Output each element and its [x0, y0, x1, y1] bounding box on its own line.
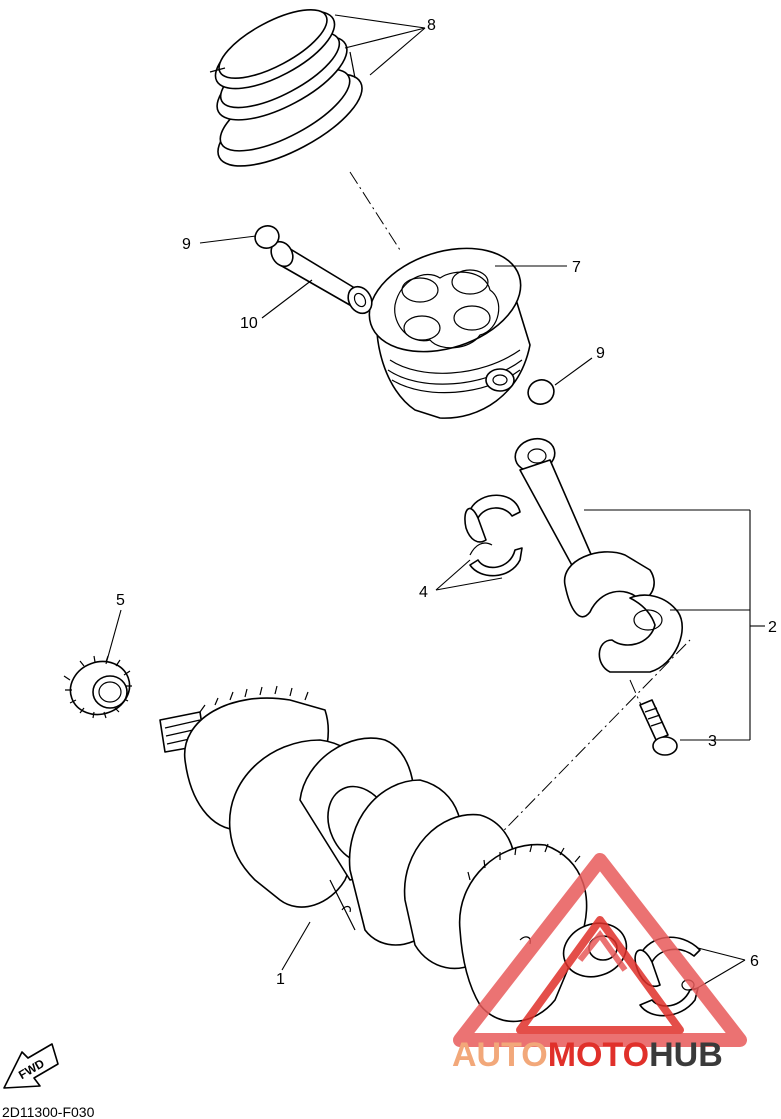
fwd-arrow-icon: FWD [3, 1043, 59, 1089]
connecting-rod [514, 437, 683, 673]
crankshaft [159, 685, 628, 1023]
watermark-text: AUTOMOTOHUB [452, 1036, 723, 1074]
rod-bolt [639, 699, 678, 756]
callout-3: 3 [708, 733, 717, 750]
leader-lines [105, 14, 765, 991]
callout-10: 10 [240, 315, 258, 332]
piston [368, 247, 531, 419]
callout-2: 2 [768, 619, 777, 636]
callout-9-right: 9 [596, 345, 605, 362]
circlips [254, 225, 555, 405]
drawing-code: 2D11300-F030 [2, 1104, 95, 1119]
watermark-logo [453, 853, 747, 1047]
callout-4: 4 [419, 584, 428, 601]
callout-8: 8 [427, 17, 436, 34]
callout-7: 7 [572, 259, 581, 276]
piston-pin [270, 240, 373, 315]
alignment-line [349, 171, 401, 251]
callout-6: 6 [750, 953, 759, 970]
callout-9-top: 9 [182, 236, 191, 253]
gear [63, 655, 132, 719]
alignment-line [474, 639, 691, 861]
callout-5: 5 [116, 592, 125, 609]
piston-rings [209, 8, 363, 167]
callout-1: 1 [276, 971, 285, 988]
rod-bearings [464, 494, 523, 577]
